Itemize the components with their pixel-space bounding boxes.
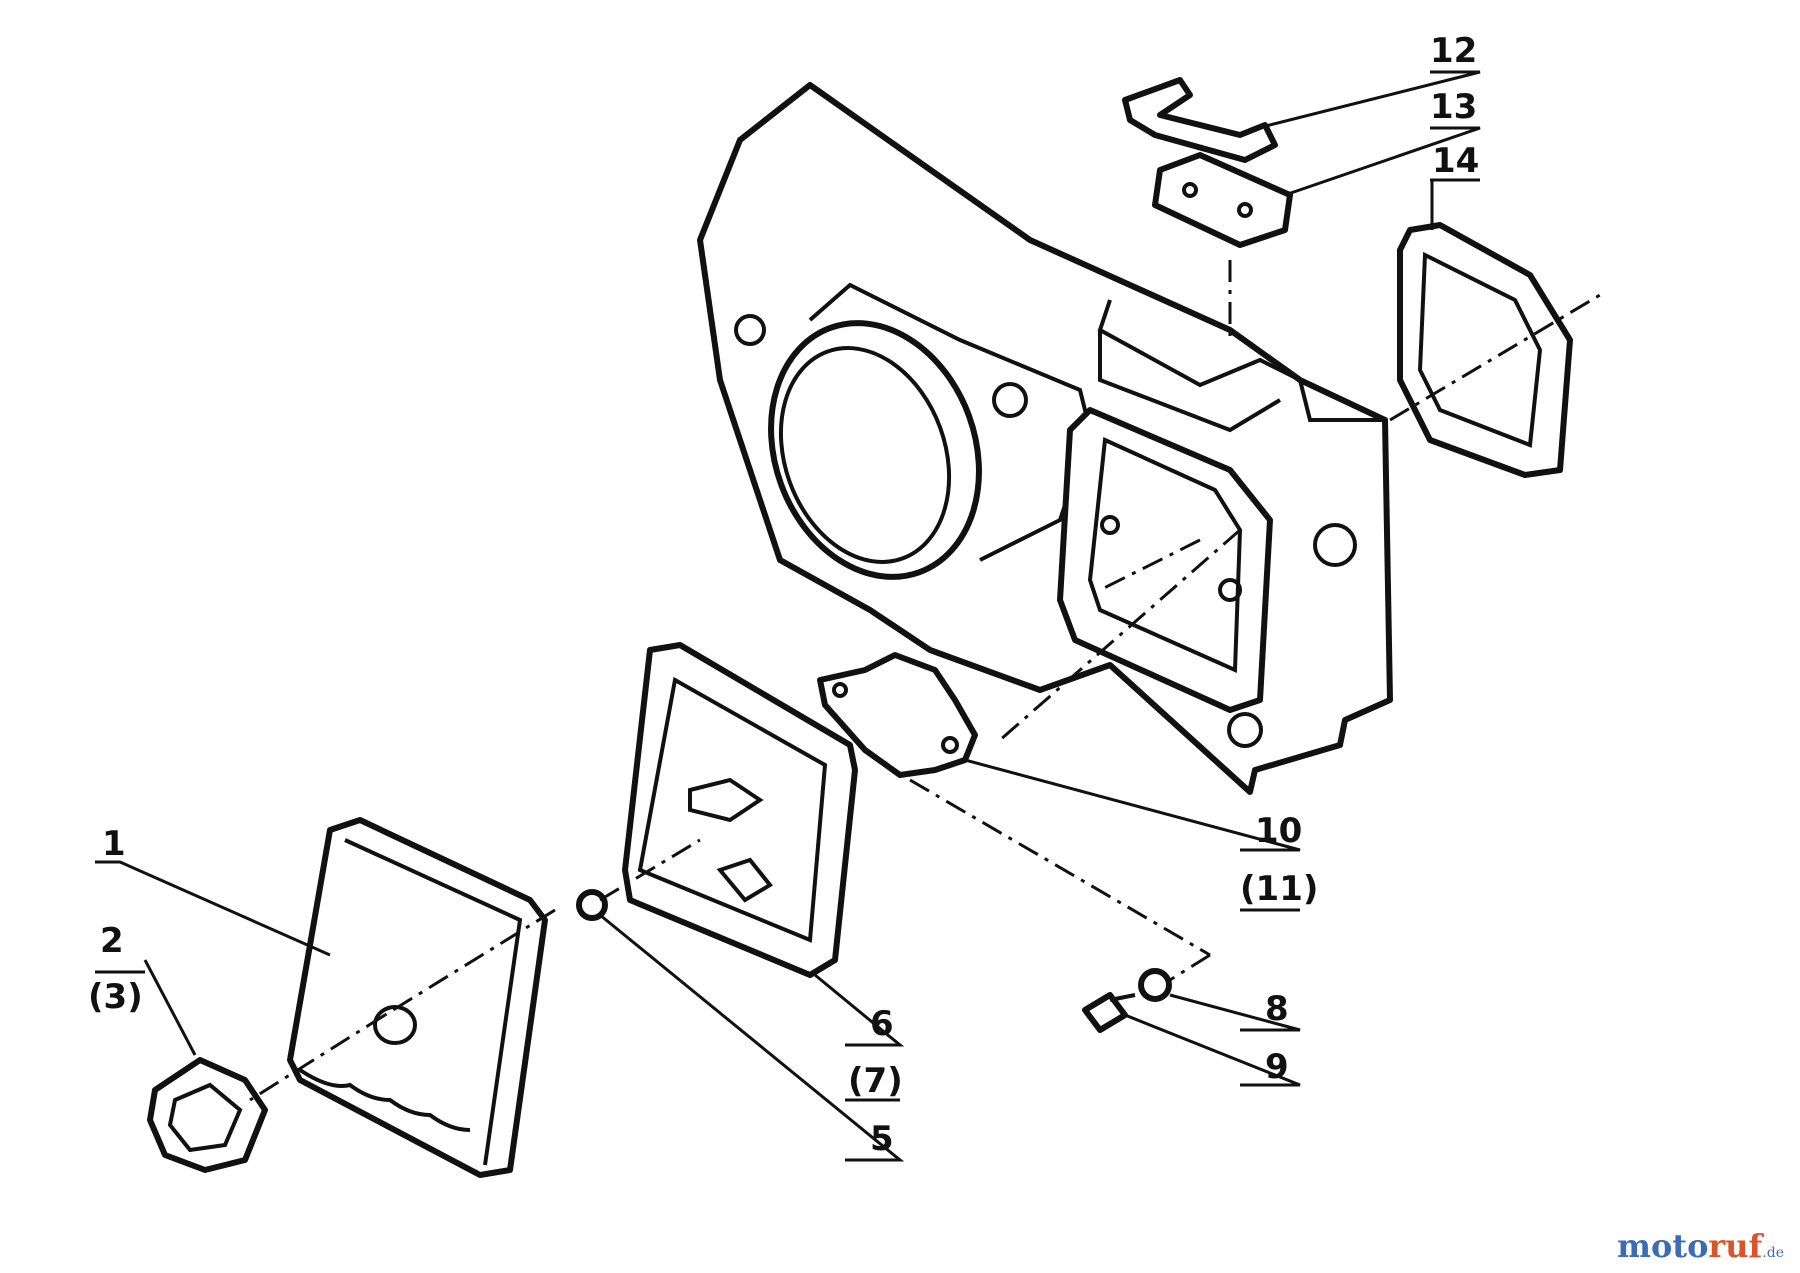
label-11: (11) bbox=[1240, 869, 1318, 909]
brand-name-part-b: ruf bbox=[1708, 1227, 1763, 1265]
assembly-axes bbox=[249, 260, 1601, 1102]
label-14: 14 bbox=[1432, 141, 1479, 181]
label-9: 9 bbox=[1265, 1047, 1289, 1087]
part-1-filter-cover bbox=[287, 817, 548, 1178]
housing bbox=[697, 82, 1393, 795]
label-12: 12 bbox=[1430, 31, 1477, 71]
label-2: 2 bbox=[100, 921, 124, 961]
label-10: 10 bbox=[1255, 811, 1302, 851]
part-6-frame bbox=[622, 642, 858, 978]
label-1: 1 bbox=[102, 824, 126, 864]
brand-watermark: motoruf.de bbox=[1617, 1227, 1784, 1265]
part-10-plate bbox=[817, 652, 978, 778]
callout-labels: 1 2 (3) 5 6 (7) 8 9 10 (11) 12 13 14 bbox=[88, 31, 1479, 1159]
part-8-washer bbox=[1138, 968, 1172, 1002]
label-6: 6 bbox=[870, 1004, 894, 1044]
part-14-gasket bbox=[1397, 222, 1573, 478]
label-5: 5 bbox=[870, 1119, 894, 1159]
part-5-washer bbox=[576, 889, 608, 921]
label-13: 13 bbox=[1430, 87, 1477, 127]
part-12-bracket bbox=[1122, 77, 1278, 163]
leader-lines bbox=[95, 70, 1481, 1162]
part-9-screw bbox=[1082, 992, 1136, 1033]
part-2-knob bbox=[147, 1057, 268, 1173]
brand-suffix: .de bbox=[1762, 1245, 1784, 1261]
part-13-plate bbox=[1152, 152, 1293, 248]
label-7: (7) bbox=[848, 1061, 903, 1101]
label-3: (3) bbox=[88, 977, 143, 1017]
brand-name-part-a: moto bbox=[1617, 1227, 1709, 1265]
label-8: 8 bbox=[1265, 989, 1289, 1029]
